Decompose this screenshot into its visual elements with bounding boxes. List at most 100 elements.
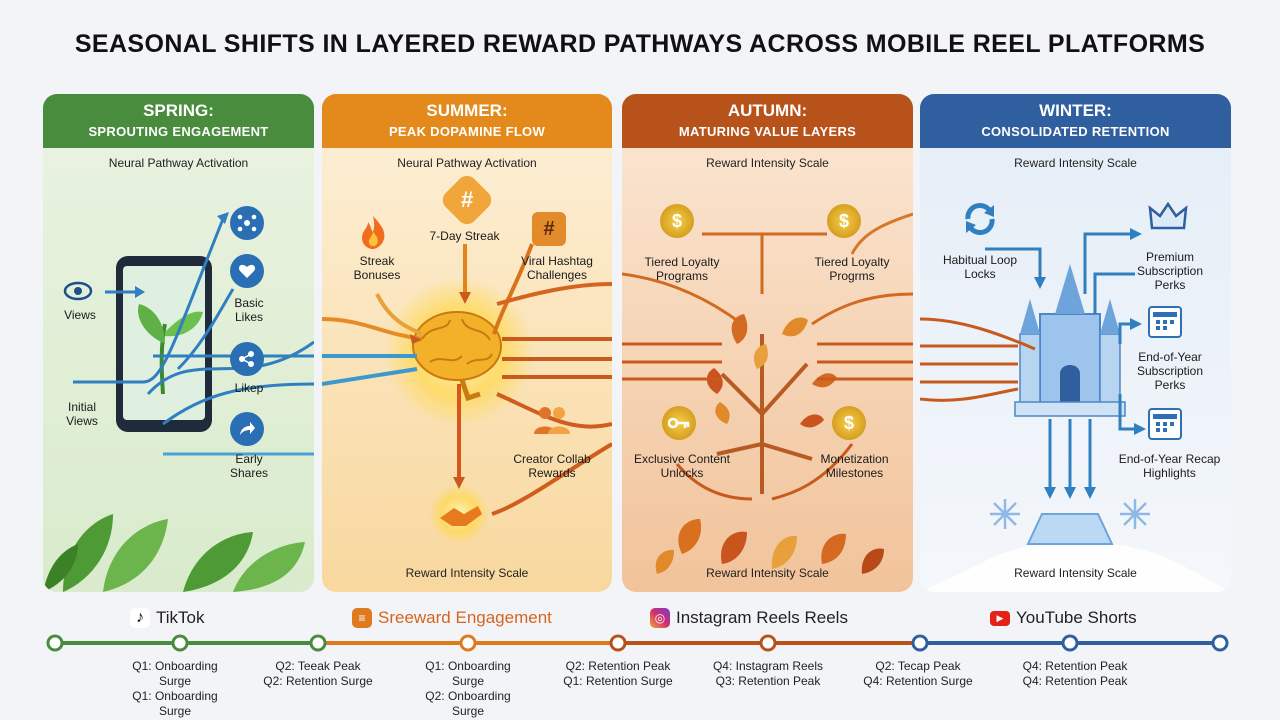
tree	[716, 334, 813, 494]
viral-arrow	[492, 243, 534, 335]
tree-leaves	[706, 314, 837, 428]
label-premium: Premium Subscription Perks	[1136, 250, 1204, 292]
summer-panel: SUMMER: PEAK DOPAMINE FLOW Neural Pathwa…	[322, 94, 612, 592]
brain	[412, 311, 502, 402]
timeline-label-4: Q2: Retention Peak Q1: Retention Surge	[563, 659, 673, 688]
platform-tiktok-label: TikTok	[156, 608, 205, 627]
timeline-node	[759, 634, 777, 652]
autumn-caption: Reward Intensity Scale	[706, 156, 829, 170]
summer-caption: Neural Pathway Activation	[397, 156, 537, 170]
label-monetization: Monetization Milestones	[820, 452, 889, 480]
out-arrow-5	[496, 392, 612, 429]
spring-panel: SPRING: SPROUTING ENGAGEMENT Neural Path…	[43, 94, 314, 592]
winter-caption: Reward Intensity Scale	[1014, 156, 1137, 170]
platform-instagram: ◎ Instagram Reels Reels	[650, 608, 848, 628]
calendar-icon	[1148, 306, 1182, 338]
crown-icon	[1148, 202, 1188, 232]
winter-subtitle: CONSOLIDATED RETENTION	[981, 124, 1170, 139]
label-streak-bonuses: Streak Bonuses	[353, 254, 401, 282]
winter-season: WINTER:	[1039, 101, 1112, 120]
likes-arrow	[176, 288, 235, 371]
ground-leaves	[655, 519, 884, 574]
timeline-label-5: Q4: Instagram Reels Q3: Retention Peak	[712, 659, 824, 688]
page-title: SEASONAL SHIFTS IN LAYERED REWARD PATHWA…	[74, 30, 1206, 58]
flow-arrow-3	[162, 382, 314, 426]
timeline-node	[46, 634, 64, 652]
winter-panel: WINTER: CONSOLIDATED RETENTION Reward In…	[920, 94, 1231, 592]
label-eoy-sub: End-of-Year Subscription Perks	[1136, 350, 1204, 392]
sprout-leaf-right	[165, 311, 203, 337]
sprout-leaf-left	[138, 304, 165, 344]
autumn-subtitle: MATURING VALUE LAYERS	[678, 124, 857, 139]
autumn-header: AUTUMN: MATURING VALUE LAYERS	[622, 94, 913, 148]
snowflake-icon-2	[1120, 499, 1150, 529]
timeline-node	[911, 634, 929, 652]
spring-caption: Neural Pathway Activation	[108, 156, 249, 170]
summer-season: SUMMER:	[426, 101, 508, 120]
bonus-arrow	[375, 293, 423, 336]
instagram-icon: ◎	[650, 608, 670, 628]
ice-block	[1026, 513, 1114, 545]
platform-reward: ≡ Sreeward Engagement	[352, 608, 552, 628]
winter-footer: Reward Intensity Scale	[1014, 566, 1137, 580]
label-seven-day-streak: 7-Day Streak	[429, 229, 500, 243]
summer-footer: Reward Intensity Scale	[405, 566, 529, 580]
label-early-shares: Early Shares	[229, 452, 269, 480]
share-network-icon	[230, 206, 264, 240]
share-icon	[230, 342, 264, 376]
autumn-graphics	[622, 212, 913, 574]
spring-subtitle: SPROUTING ENGAGEMENT	[88, 124, 269, 139]
label-exclusive: Exclusive Content Unlocks	[633, 452, 731, 480]
label-tiered-2: Tiered Loyalty Progrms	[814, 255, 890, 283]
label-tiered-1: Tiered Loyalty Programs	[644, 255, 720, 283]
winter-header: WINTER: CONSOLIDATED RETENTION	[920, 94, 1231, 148]
summer-graphics	[322, 243, 612, 544]
platform-tiktok: ♪ TikTok	[130, 608, 205, 628]
summer-subtitle: PEAK DOPAMINE FLOW	[388, 124, 546, 139]
ice-castle	[1014, 264, 1126, 417]
label-likep: Likep	[234, 381, 264, 395]
calendar-icon-2	[1148, 408, 1182, 440]
timeline-label-2: Q2: Teeak Peak Q2: Retention Surge	[263, 659, 373, 688]
snowflake-icon-1	[990, 499, 1020, 529]
spring-graphics	[43, 212, 314, 592]
youtube-icon: ▶	[990, 610, 1010, 626]
collab-arrow	[491, 442, 612, 516]
people-icon	[532, 404, 572, 436]
spring-header: SPRING: SPROUTING ENGAGEMENT	[43, 94, 314, 148]
label-viral-hashtag: Viral Hashtag Challenges	[521, 254, 593, 282]
in-arrow-1	[322, 317, 423, 341]
forward-arrow-icon	[230, 412, 264, 446]
hashtag-chat-icon: #	[532, 212, 566, 246]
dollar-coin-icon-3: $	[832, 406, 866, 440]
summer-header: SUMMER: PEAK DOPAMINE FLOW	[322, 94, 612, 148]
in-arrow-3	[322, 367, 418, 386]
tiktok-icon: ♪	[130, 608, 150, 628]
spring-season: SPRING:	[143, 101, 214, 120]
autumn-panel: AUTUMN: MATURING VALUE LAYERS Reward Int…	[622, 94, 913, 592]
reward-icon: ≡	[352, 608, 372, 628]
timeline-label-6: Q2: Tecap Peak Q4: Retention Surge	[863, 659, 973, 688]
label-views: Views	[64, 308, 96, 322]
timeline-node	[609, 634, 627, 652]
growth-arrow	[73, 218, 225, 384]
platform-reward-label: Sreeward Engagement	[378, 608, 552, 627]
eye-icon	[63, 279, 93, 303]
label-eoy-recap: End-of-Year Recap Highlights	[1118, 452, 1221, 480]
label-creator-collab: Creator Collab Rewards	[513, 452, 591, 480]
winter-graphics	[920, 228, 1231, 592]
autumn-footer: Reward Intensity Scale	[706, 566, 829, 580]
autumn-season: AUTUMN:	[727, 101, 808, 120]
refresh-loop-icon	[960, 199, 1000, 239]
handshake	[440, 506, 482, 526]
key-icon	[662, 406, 696, 440]
timeline-node	[459, 634, 477, 652]
label-habitual: Habitual Loop Locks	[942, 253, 1018, 281]
fire-icon	[357, 214, 389, 250]
out-arrow-4	[496, 282, 612, 306]
timeline-node	[1061, 634, 1079, 652]
timeline-label-7: Q4: Retention Peak Q4: Retention Peak	[1022, 659, 1128, 688]
dollar-coin-icon: $	[660, 204, 694, 238]
heart-icon	[230, 254, 264, 288]
platform-youtube: ▶ YouTube Shorts	[990, 608, 1137, 628]
